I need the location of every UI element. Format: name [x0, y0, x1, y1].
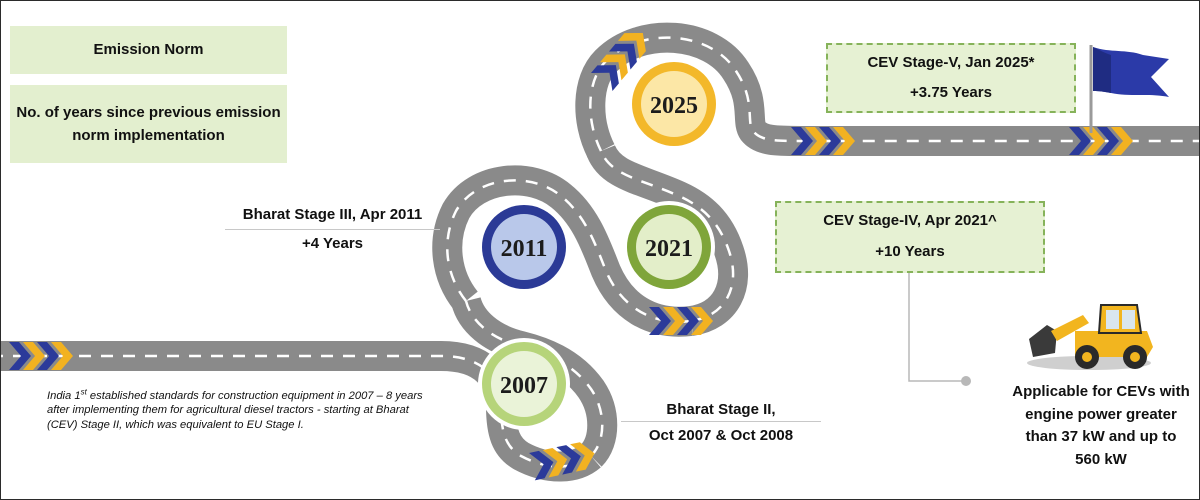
- year-label-2025: 2025: [650, 93, 698, 119]
- milestone-gap-cev-stage-v: +3.75 Years: [910, 84, 992, 101]
- connector-line: [908, 273, 971, 386]
- milestone-title-bharat-stage-iii: Bharat Stage III, Apr 2011: [242, 206, 423, 223]
- chevrons-start: [9, 342, 73, 370]
- history-note: India 1st established standards for cons…: [47, 387, 427, 432]
- milestone-box-cev-stage-v: CEV Stage-V, Jan 2025* +3.75 Years: [826, 43, 1076, 113]
- flag-icon: [1089, 45, 1169, 133]
- note-text-rest: established standards for construction e…: [47, 390, 423, 431]
- applicability-text: Applicable for CEVs with engine power gr…: [1012, 383, 1190, 468]
- milestone-box-cev-stage-iv: CEV Stage-IV, Apr 2021^ +10 Years: [775, 201, 1045, 273]
- chevrons-2021: [649, 307, 713, 335]
- year-circle-2007: 2007: [478, 338, 570, 430]
- chevrons-2025-top: [591, 32, 646, 91]
- year-circle-2025: 2025: [628, 58, 720, 150]
- milestone-title-cev-stage-v: CEV Stage-V, Jan 2025*: [867, 54, 1035, 71]
- milestone-gap-cev-stage-iv: +10 Years: [875, 243, 945, 260]
- note-text-start: India 1: [47, 390, 81, 402]
- year-circle-2011: 2011: [478, 201, 570, 293]
- chevrons-finish: [1069, 127, 1133, 155]
- legend-emission-norm: Emission Norm: [10, 26, 287, 74]
- year-label-2021: 2021: [645, 236, 693, 262]
- divider-bharat-stage-iii: [225, 229, 440, 230]
- wheel-loader-icon: [1027, 304, 1153, 370]
- year-circle-2021: 2021: [623, 201, 715, 293]
- milestone-title-bharat-stage-ii-line2: Oct 2007 & Oct 2008: [648, 427, 794, 444]
- chevrons-2025-road: [791, 127, 855, 155]
- milestone-title-cev-stage-iv: CEV Stage-IV, Apr 2021^: [823, 212, 997, 229]
- year-label-2007: 2007: [500, 373, 548, 399]
- milestone-gap-bharat-stage-iii: +4 Years: [301, 235, 364, 252]
- legend-years-since: No. of years since previous emission nor…: [10, 85, 287, 163]
- note-superscript: st: [80, 387, 87, 397]
- divider-bharat-stage-ii: [621, 421, 821, 422]
- year-label-2011: 2011: [501, 236, 548, 262]
- chevrons-2007: [529, 442, 595, 481]
- milestone-title-bharat-stage-ii-line1: Bharat Stage II,: [666, 401, 776, 418]
